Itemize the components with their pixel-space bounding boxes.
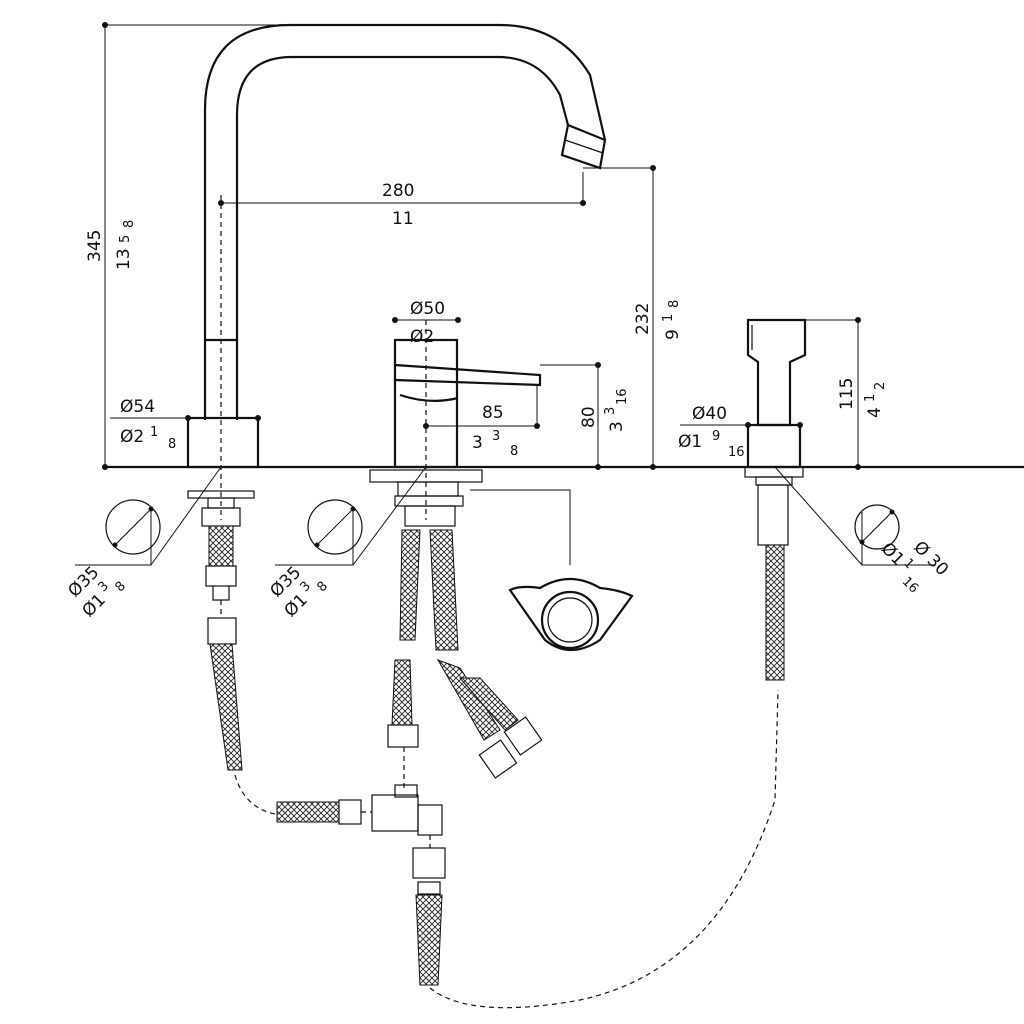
label-hole-left: Ø35 Ø1 3 8 [64,563,129,622]
side-spray [744,318,807,681]
reach-in: 11 [392,209,414,229]
handle-height-in-num: 3 [603,407,618,415]
label-hole-right: Ø 30 Ø1 1 16 [877,537,952,596]
spout-height-mm: 232 [633,303,653,335]
spout-height-in-den: 8 [667,300,682,308]
mounting-template [470,489,634,652]
reach-mm: 280 [382,181,414,201]
label-spout-base-in: Ø2 1 8 [120,425,176,452]
spout-base-in-whole: Ø2 [120,427,144,447]
height-total-in-den: 8 [122,220,137,228]
handle-height-mm: 80 [579,406,599,428]
spray-base-mm: Ø40 [692,404,727,424]
lever-len-in-den: 8 [510,444,518,459]
label-height-total: 345 13 5 8 [85,220,137,270]
spout-base-in-den: 8 [168,437,176,452]
hole-mid-in-den: 8 [314,579,330,595]
hole-right-mm: Ø 30 [909,537,952,580]
spout-base-in-num: 1 [150,425,158,440]
handle-height-in-den: 16 [615,388,630,405]
spray-base-in-num: 9 [712,429,720,444]
spray-base-in-den: 16 [728,445,745,460]
spout-connection [187,490,372,825]
lever-len-in-whole: 3 [472,433,483,453]
dimension-lines [75,22,935,566]
spout-height-in-num: 1 [661,314,676,322]
spout-base [186,416,260,469]
handle-dia-mm: Ø50 [410,299,445,319]
spout-height-in-whole: 9 [663,329,683,340]
height-total-mm: 345 [85,230,105,262]
tee-valve [371,689,779,1009]
label-spout-height: 232 9 1 8 [633,300,683,340]
spray-height-in-den: 2 [873,382,888,390]
mixer-handle [369,320,543,790]
height-total-in-num: 5 [118,235,133,243]
spout [186,23,607,520]
spout-base-mm: Ø54 [120,397,155,417]
lever-len-in-num: 3 [492,429,500,444]
handle-dia-in: Ø2 [410,327,434,347]
spray-height-mm: 115 [837,378,857,410]
hole-left-in-den: 8 [112,579,128,595]
lever-len-mm: 85 [482,403,504,423]
label-lever-len-in: 3 3 8 [472,429,518,459]
handle-height-in-whole: 3 [607,421,627,432]
hole-right-in-den: 16 [899,574,921,596]
height-total-in-whole: 13 [114,248,134,270]
label-hole-mid: Ø35 Ø1 3 8 [266,563,331,622]
label-handle-height: 80 3 3 16 [579,388,630,432]
spray-height-in-whole: 4 [865,407,885,418]
spray-height-in-num: 1 [863,394,878,402]
label-spray-height: 115 4 1 2 [837,378,888,418]
label-spray-base-in: Ø1 9 16 [678,429,745,460]
spray-base-in-whole: Ø1 [678,432,702,452]
